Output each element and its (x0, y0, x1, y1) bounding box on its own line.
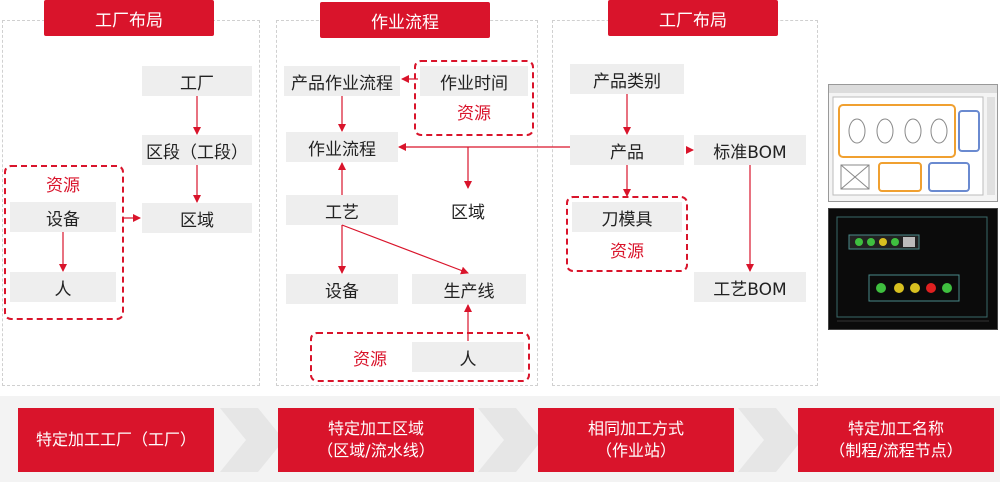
section-box: 区段（工段） (142, 135, 252, 165)
panel3-header: 工厂布局 (608, 0, 778, 36)
process-bom-box: 工艺BOM (694, 272, 806, 302)
layout-diagram-icon (829, 85, 997, 196)
bottom-step-4-line2: （制程/流程节点） (829, 441, 963, 460)
process-box: 工艺 (286, 195, 398, 225)
work-time-resource-group (414, 60, 534, 136)
equipment-box-1: 设备 (10, 202, 116, 232)
bottom-step-3: 相同加工方式 （作业站） (538, 408, 734, 472)
chevron-right-icon (220, 408, 284, 472)
chevron-right-icon (738, 408, 802, 472)
work-time-box: 作业时间 (420, 66, 528, 96)
bottom-step-1: 特定加工工厂（工厂） (18, 408, 214, 472)
factory-monitor-screenshot (828, 208, 998, 330)
bottom-step-2-line2: （区域/流水线） (317, 441, 435, 460)
production-line-box: 生产线 (412, 274, 526, 304)
bottom-step-2: 特定加工区域 （区域/流水线） (278, 408, 474, 472)
standard-bom-box: 标准BOM (694, 135, 806, 165)
area-text-2: 区域 (451, 202, 485, 223)
bottom-step-1-line1: 特定加工工厂（工厂） (35, 430, 196, 449)
resource-label-1: 资源 (46, 175, 80, 196)
resource-label-2-bottom: 资源 (353, 349, 387, 370)
factory-layout-screenshot (828, 84, 998, 202)
resource-label-3: 资源 (610, 241, 644, 262)
product-flow-box: 产品作业流程 (284, 66, 400, 96)
dark-monitor-icon (836, 216, 989, 322)
bottom-step-2-line1: 特定加工区域 (327, 419, 424, 438)
bottom-step-3-line2: （作业站） (595, 441, 676, 460)
resource-group-2-bottom (310, 332, 530, 382)
area-box: 区域 (142, 203, 252, 233)
person-box-1: 人 (10, 272, 116, 302)
bottom-step-4-line1: 特定加工名称 (847, 419, 944, 438)
factory-box: 工厂 (142, 66, 252, 96)
resource-group-1 (4, 165, 124, 320)
chevron-right-icon (478, 408, 542, 472)
tooling-box: 刀模具 (572, 202, 682, 232)
bottom-step-3-line1: 相同加工方式 (587, 419, 684, 438)
person-box-2: 人 (412, 342, 524, 372)
workflow-box: 作业流程 (286, 132, 398, 162)
equipment-box-2: 设备 (286, 274, 398, 304)
panel1-header: 工厂布局 (44, 0, 214, 36)
product-box: 产品 (570, 135, 684, 165)
panel2-header: 作业流程 (320, 2, 490, 38)
product-category-box: 产品类别 (570, 64, 684, 94)
tooling-resource-group (566, 196, 688, 272)
resource-label-2-top: 资源 (457, 103, 491, 124)
bottom-step-4: 特定加工名称 （制程/流程节点） (798, 408, 994, 472)
